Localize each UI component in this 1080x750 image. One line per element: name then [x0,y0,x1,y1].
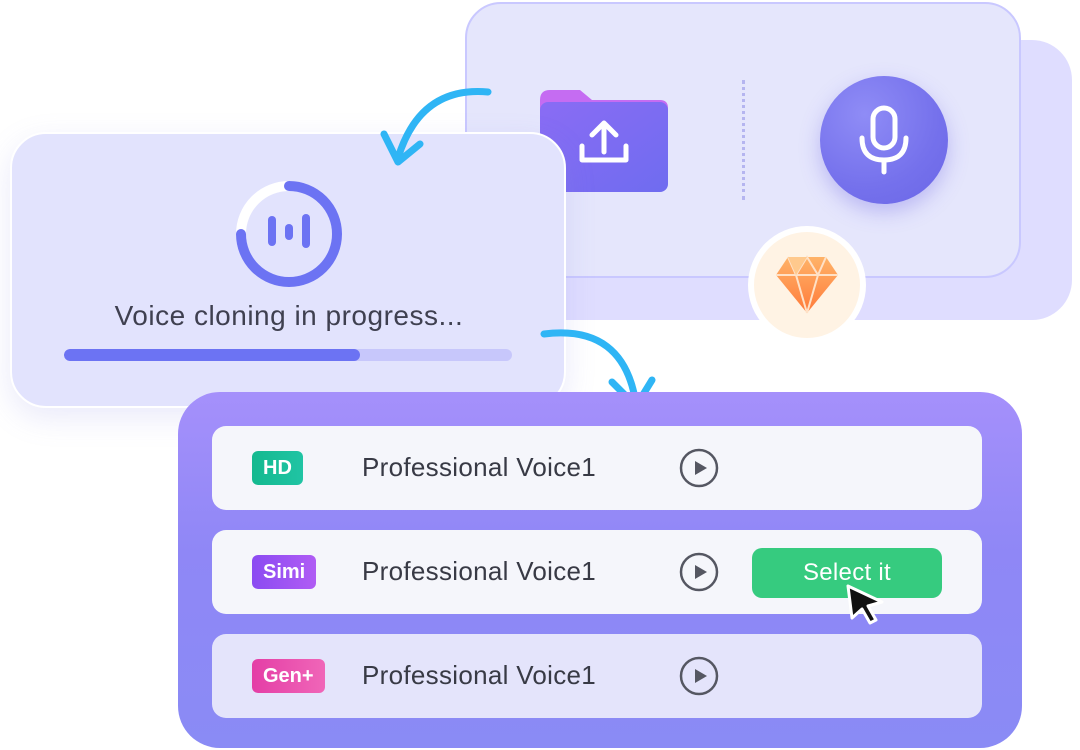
cloning-progress-card [10,132,566,408]
voice-name: Professional Voice1 [362,660,597,690]
upload-folder-button[interactable] [540,90,670,192]
play-button[interactable] [679,448,719,488]
loading-spinner [233,178,345,290]
voice-name: Professional Voice1 [362,556,597,586]
voice-tag-simi: Simi [252,555,317,589]
play-icon [679,656,719,696]
microphone-icon [859,105,909,175]
play-icon [679,552,719,592]
voice-row-gen[interactable]: Gen+ Professional Voice1 [212,634,982,718]
record-button[interactable] [820,76,948,204]
progress-status-text: Voice cloning in progress... [114,300,464,331]
voice-tag-hd: HD [252,451,303,485]
folder-upload-icon [540,90,668,192]
mouse-cursor-icon [842,582,888,628]
divider [742,80,745,200]
play-icon [679,448,719,488]
audio-waveform-icon [236,181,342,287]
play-button[interactable] [679,656,719,696]
progress-bar-fill [64,349,360,361]
play-button[interactable] [679,552,719,592]
premium-badge [748,226,866,344]
progress-bar [64,349,512,361]
voice-row-hd[interactable]: HD Professional Voice1 [212,426,982,510]
voice-tag-gen: Gen+ [252,659,325,693]
diamond-icon [776,255,838,314]
voice-name: Professional Voice1 [362,452,597,482]
